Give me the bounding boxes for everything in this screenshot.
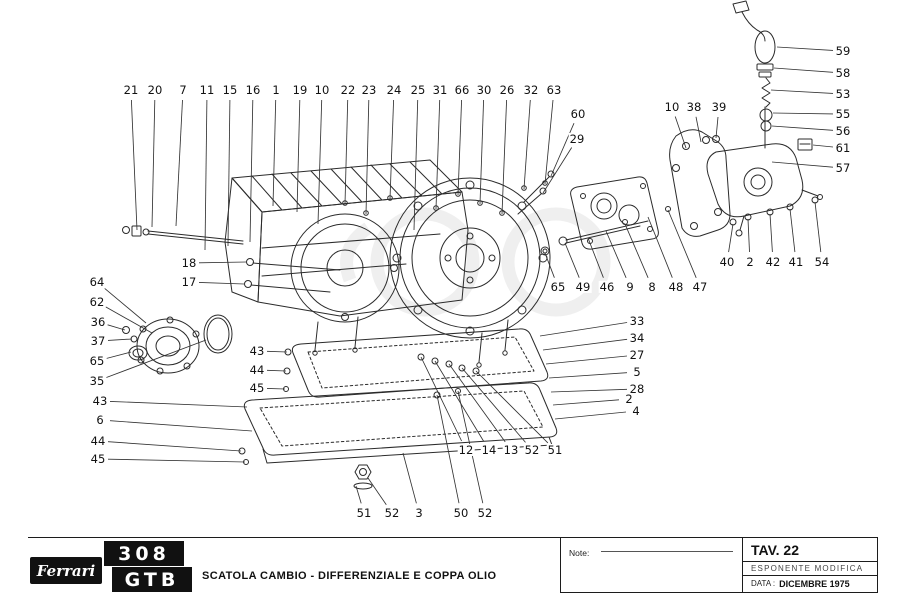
tav-number: TAV. 22	[743, 538, 877, 562]
esponente-modifica: ESPONENTE MODIFICA	[743, 562, 877, 576]
note-box: Note:	[560, 538, 742, 593]
title-block: Ferrari 308 GTB SCATOLA CAMBIO - DIFFERE…	[28, 537, 878, 593]
data-label: DATA :	[751, 579, 776, 588]
note-rule	[601, 551, 733, 552]
data-value: DICEMBRE 1975	[779, 578, 850, 589]
tav-box: TAV. 22 ESPONENTE MODIFICA DATA : DICEMB…	[742, 538, 878, 593]
leader-lines	[104, 46, 834, 506]
line-art	[122, 0, 823, 490]
data-row: DATA : DICEMBRE 1975	[743, 576, 877, 591]
model-badge-gtb: GTB	[112, 567, 192, 592]
model-badge-308: 308	[104, 541, 184, 566]
watermark	[340, 207, 611, 317]
drawing-title: SCATOLA CAMBIO - DIFFERENZIALE E COPPA O…	[202, 570, 497, 582]
note-label: Note:	[569, 548, 590, 558]
ferrari-logo: Ferrari	[30, 557, 102, 584]
gearbox-diagram-art	[104, 0, 834, 506]
